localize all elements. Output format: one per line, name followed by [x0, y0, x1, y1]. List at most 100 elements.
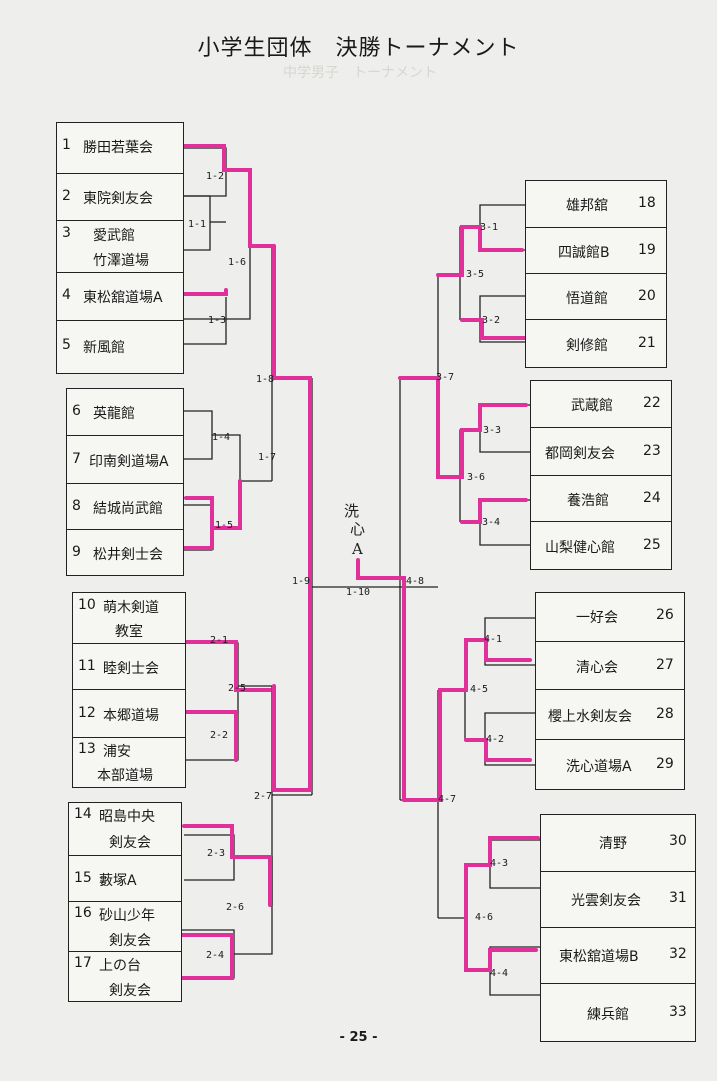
team-name: 一好会	[576, 610, 618, 626]
match-label: 1-5	[215, 520, 234, 531]
team-row: 3 愛武館 竹澤道場	[57, 220, 183, 272]
match-label: 1-2	[206, 171, 225, 182]
match-label: 2-3	[207, 848, 226, 859]
team-seed: 33	[669, 1004, 687, 1020]
match-label: 4-3	[490, 858, 509, 869]
team-name: 清野	[599, 836, 627, 852]
team-row: 練兵館 33	[541, 983, 695, 1041]
team-name: 藪塚A	[99, 873, 137, 889]
team-name-line2: 剣友会	[109, 983, 151, 999]
team-box-right-2: 武蔵館 22 都岡剣友会 23 養浩館 24 山梨健心館 25	[530, 380, 672, 570]
team-name: 本郷道場	[103, 708, 159, 724]
team-seed: 26	[656, 607, 674, 623]
team-row: 4 東松舘道場A	[57, 272, 183, 320]
match-label: 1-9	[292, 576, 311, 587]
team-box-left-3: 10 萌木剣道 教室 11 睦剣士会 12 本郷道場 13 浦安 本部道場	[72, 592, 186, 788]
team-seed: 24	[643, 490, 661, 506]
team-row: 清心会 27	[536, 641, 684, 689]
match-label: 1-6	[228, 257, 247, 268]
team-name: 山梨健心館	[545, 540, 615, 556]
team-row: 清野 30	[541, 815, 695, 871]
team-row: 16 砂山少年 剣友会	[69, 901, 181, 951]
team-name: 愛武館	[93, 228, 135, 244]
team-seed: 31	[669, 890, 687, 906]
team-row: 光雲剣友会 31	[541, 871, 695, 927]
team-seed: 14	[74, 806, 92, 822]
match-label: 4-8	[406, 576, 425, 587]
team-box-left-2: 6 英龍館 7 印南剣道場A 8 結城尚武館 9 松井剣士会	[66, 388, 184, 576]
team-row: 1 勝田若葉会	[57, 123, 183, 173]
match-label: 2-1	[210, 635, 229, 646]
team-name: 浦安	[103, 744, 131, 760]
team-name: 練兵館	[587, 1007, 629, 1023]
team-name: 萌木剣道	[103, 600, 159, 616]
team-row: 東松舘道場B 32	[541, 927, 695, 983]
team-name: 雄邦舘	[566, 198, 608, 214]
match-label: 4-6	[475, 912, 494, 923]
team-seed: 13	[78, 741, 96, 757]
team-seed: 10	[78, 597, 96, 613]
team-seed: 9	[72, 544, 81, 560]
team-row: 武蔵館 22	[531, 381, 671, 427]
team-name: 新風館	[83, 340, 125, 356]
team-row: 17 上の台 剣友会	[69, 951, 181, 1001]
team-seed: 11	[78, 658, 96, 674]
team-row: 悟道館 20	[526, 273, 666, 319]
team-row: 8 結城尚武館	[67, 483, 183, 529]
team-name-line2: 剣友会	[109, 835, 151, 851]
team-seed: 28	[656, 706, 674, 722]
team-seed: 15	[74, 870, 92, 886]
match-label: 3-6	[467, 472, 486, 483]
team-seed: 27	[656, 657, 674, 673]
team-row: 7 印南剣道場A	[67, 435, 183, 483]
team-name: 結城尚武館	[93, 501, 163, 517]
match-label: 4-5	[470, 684, 489, 695]
match-label: 3-5	[466, 269, 485, 280]
team-name: 睦剣士会	[103, 661, 159, 677]
match-label: 1-4	[212, 432, 231, 443]
bleed-through-text: 中学男子 トーナメント	[283, 65, 437, 81]
team-seed: 7	[72, 451, 81, 467]
match-label: 3-2	[482, 315, 501, 326]
team-row: 雄邦舘 18	[526, 181, 666, 227]
match-label: 2-2	[210, 730, 229, 741]
team-row: 洗心道場A 29	[536, 739, 684, 789]
team-box-left-1: 1 勝田若葉会 2 東院剣友会 3 愛武館 竹澤道場 4 東松舘道場A 5 新風…	[56, 122, 184, 374]
team-name: 勝田若葉会	[83, 140, 153, 156]
team-name: 四誠館B	[558, 245, 610, 261]
handwritten-winner-char: 心	[350, 520, 366, 538]
team-name-line2: 本部道場	[97, 768, 153, 784]
team-seed: 17	[74, 955, 92, 971]
handwritten-winner-char: 洗	[344, 502, 360, 520]
team-row: 一好会 26	[536, 593, 684, 641]
team-box-right-4: 清野 30 光雲剣友会 31 東松舘道場B 32 練兵館 33	[540, 814, 696, 1042]
team-seed: 30	[669, 833, 687, 849]
team-row: 四誠館B 19	[526, 227, 666, 273]
team-name: 武蔵館	[571, 398, 613, 414]
team-row: 養浩館 24	[531, 475, 671, 521]
team-row: 15 藪塚A	[69, 855, 181, 901]
team-name-line2: 教室	[115, 624, 143, 640]
team-box-right-1: 雄邦舘 18 四誠館B 19 悟道館 20 剣修館 21	[525, 180, 667, 368]
team-seed: 20	[638, 288, 656, 304]
team-name: 英龍館	[93, 406, 135, 422]
team-seed: 8	[72, 498, 81, 514]
team-name: 上の台	[99, 958, 141, 974]
team-row: 12 本郷道場	[73, 689, 185, 737]
team-name: 養浩館	[567, 493, 609, 509]
match-label: 4-1	[484, 634, 503, 645]
team-name: 光雲剣友会	[571, 893, 641, 909]
team-seed: 23	[643, 443, 661, 459]
team-seed: 22	[643, 395, 661, 411]
team-row: 6 英龍館	[67, 389, 183, 435]
team-seed: 3	[62, 225, 71, 241]
team-seed: 12	[78, 705, 96, 721]
match-label: 3-4	[482, 517, 501, 528]
team-row: 2 東院剣友会	[57, 173, 183, 220]
team-name: 砂山少年	[99, 908, 155, 924]
team-seed: 16	[74, 905, 92, 921]
team-seed: 19	[638, 242, 656, 258]
team-name: 東松舘道場B	[559, 949, 639, 965]
